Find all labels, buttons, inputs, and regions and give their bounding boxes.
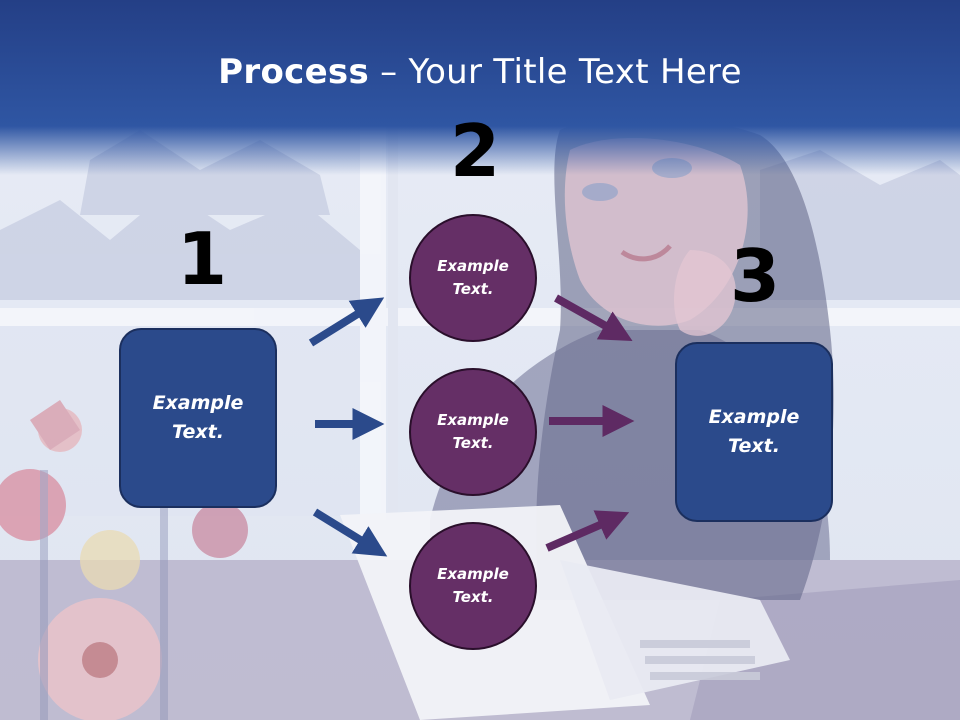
left-box-label: Example Text. [152,392,244,443]
arrow-circle-bottom-to-box3 [545,510,630,552]
step-number-2: 2 [450,109,501,193]
step-number-1: 1 [177,217,228,301]
right-box: Example Text. [675,342,833,522]
circle-bottom: Example Text. [409,522,537,650]
circle-bottom-label: Example Text. [437,565,509,606]
right-box-label: Example Text. [708,406,800,457]
left-box: Example Text. [119,328,277,508]
arrow-box1-to-circle-bottom [312,508,388,557]
step-number-3: 3 [730,234,781,318]
arrow-box1-to-circle-top [308,297,385,347]
circle-top: Example Text. [409,214,537,342]
circle-middle: Example Text. [409,368,537,496]
circle-middle-label: Example Text. [437,411,509,452]
title-rest: – Your Title Text Here [369,52,742,92]
circle-top-label: Example Text. [437,257,509,298]
arrow-circle-top-to-box3 [554,294,633,342]
title-bold: Process [218,52,370,92]
slide-title: Process – Your Title Text Here [0,52,960,92]
